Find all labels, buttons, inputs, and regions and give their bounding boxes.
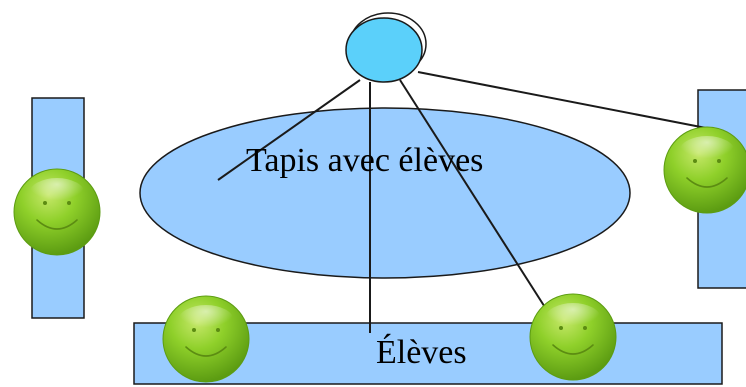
carpet-ellipse (139, 107, 631, 279)
line-to-right-student (417, 71, 707, 129)
smiley-face-icon-left (13, 168, 101, 256)
smiley-face-icon-bottom-left (162, 295, 250, 383)
teacher-ellipse-icon (345, 17, 423, 83)
connection-lines (217, 71, 707, 333)
line-to-bottom-right-student (399, 79, 549, 313)
smiley-face-icon-bottom-right (529, 293, 617, 381)
students-label: Élèves (376, 334, 467, 371)
smiley-face-icon-right (663, 126, 746, 214)
carpet-label: Tapis avec élèves (246, 142, 483, 179)
line-to-carpet-left (217, 79, 361, 181)
